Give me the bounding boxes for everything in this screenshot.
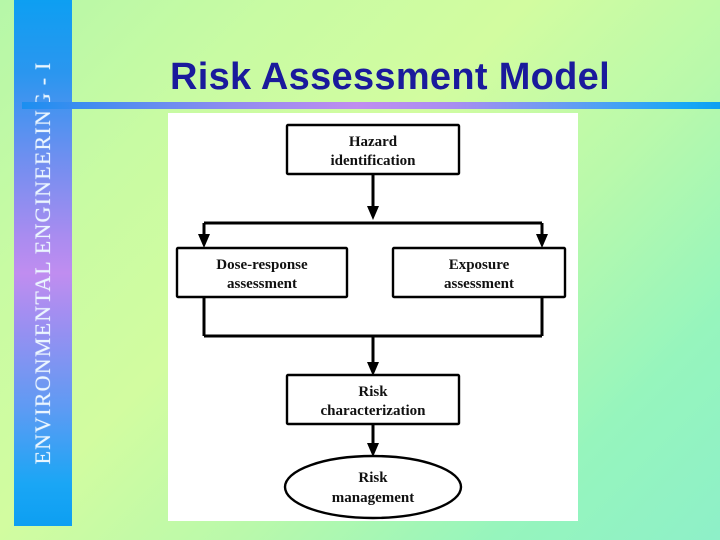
node-dose-response-line2: assessment <box>227 276 297 292</box>
sidebar-title-band: ENVIRONMENTAL ENGINEERING - I <box>14 0 72 526</box>
node-exposure-line2: assessment <box>444 276 514 292</box>
arrowhead-dose-response <box>198 234 210 248</box>
title-divider-rule <box>22 102 720 109</box>
node-risk-char-line1: Risk <box>358 384 388 400</box>
arrowhead-risk-char <box>367 362 379 376</box>
node-risk-char-line2: characterization <box>321 403 427 419</box>
edge-merge-to-risk-char <box>202 297 544 376</box>
node-risk-characterization[interactable]: Risk characterization <box>285 373 461 426</box>
node-risk-mgmt-line2: management <box>332 490 415 506</box>
edge-risk-char-to-mgmt <box>367 424 379 457</box>
node-hazard-line2: identification <box>331 153 417 169</box>
edge-split-branches <box>198 221 548 248</box>
edge-hazard-split <box>367 174 379 220</box>
node-dose-response-line1: Dose-response <box>216 257 308 273</box>
node-risk-mgmt-line1: Risk <box>358 470 388 486</box>
arrowhead-risk-mgmt <box>367 443 379 457</box>
page-title: Risk Assessment Model <box>170 56 610 99</box>
node-hazard-line1: Hazard <box>349 134 398 150</box>
node-exposure[interactable]: Exposure assessment <box>391 246 567 299</box>
diagram-panel: Hazard identification Dose-response asse… <box>168 113 578 521</box>
sidebar-course-label: ENVIRONMENTAL ENGINEERING - I <box>30 61 55 465</box>
arrowhead-exposure <box>536 234 548 248</box>
risk-assessment-flowchart: Hazard identification Dose-response asse… <box>175 123 567 520</box>
node-hazard[interactable]: Hazard identification <box>285 123 461 176</box>
node-exposure-line1: Exposure <box>449 257 510 273</box>
arrowhead-hazard-down <box>367 206 379 220</box>
node-risk-management[interactable]: Risk management <box>283 454 463 520</box>
node-dose-response[interactable]: Dose-response assessment <box>175 246 349 299</box>
